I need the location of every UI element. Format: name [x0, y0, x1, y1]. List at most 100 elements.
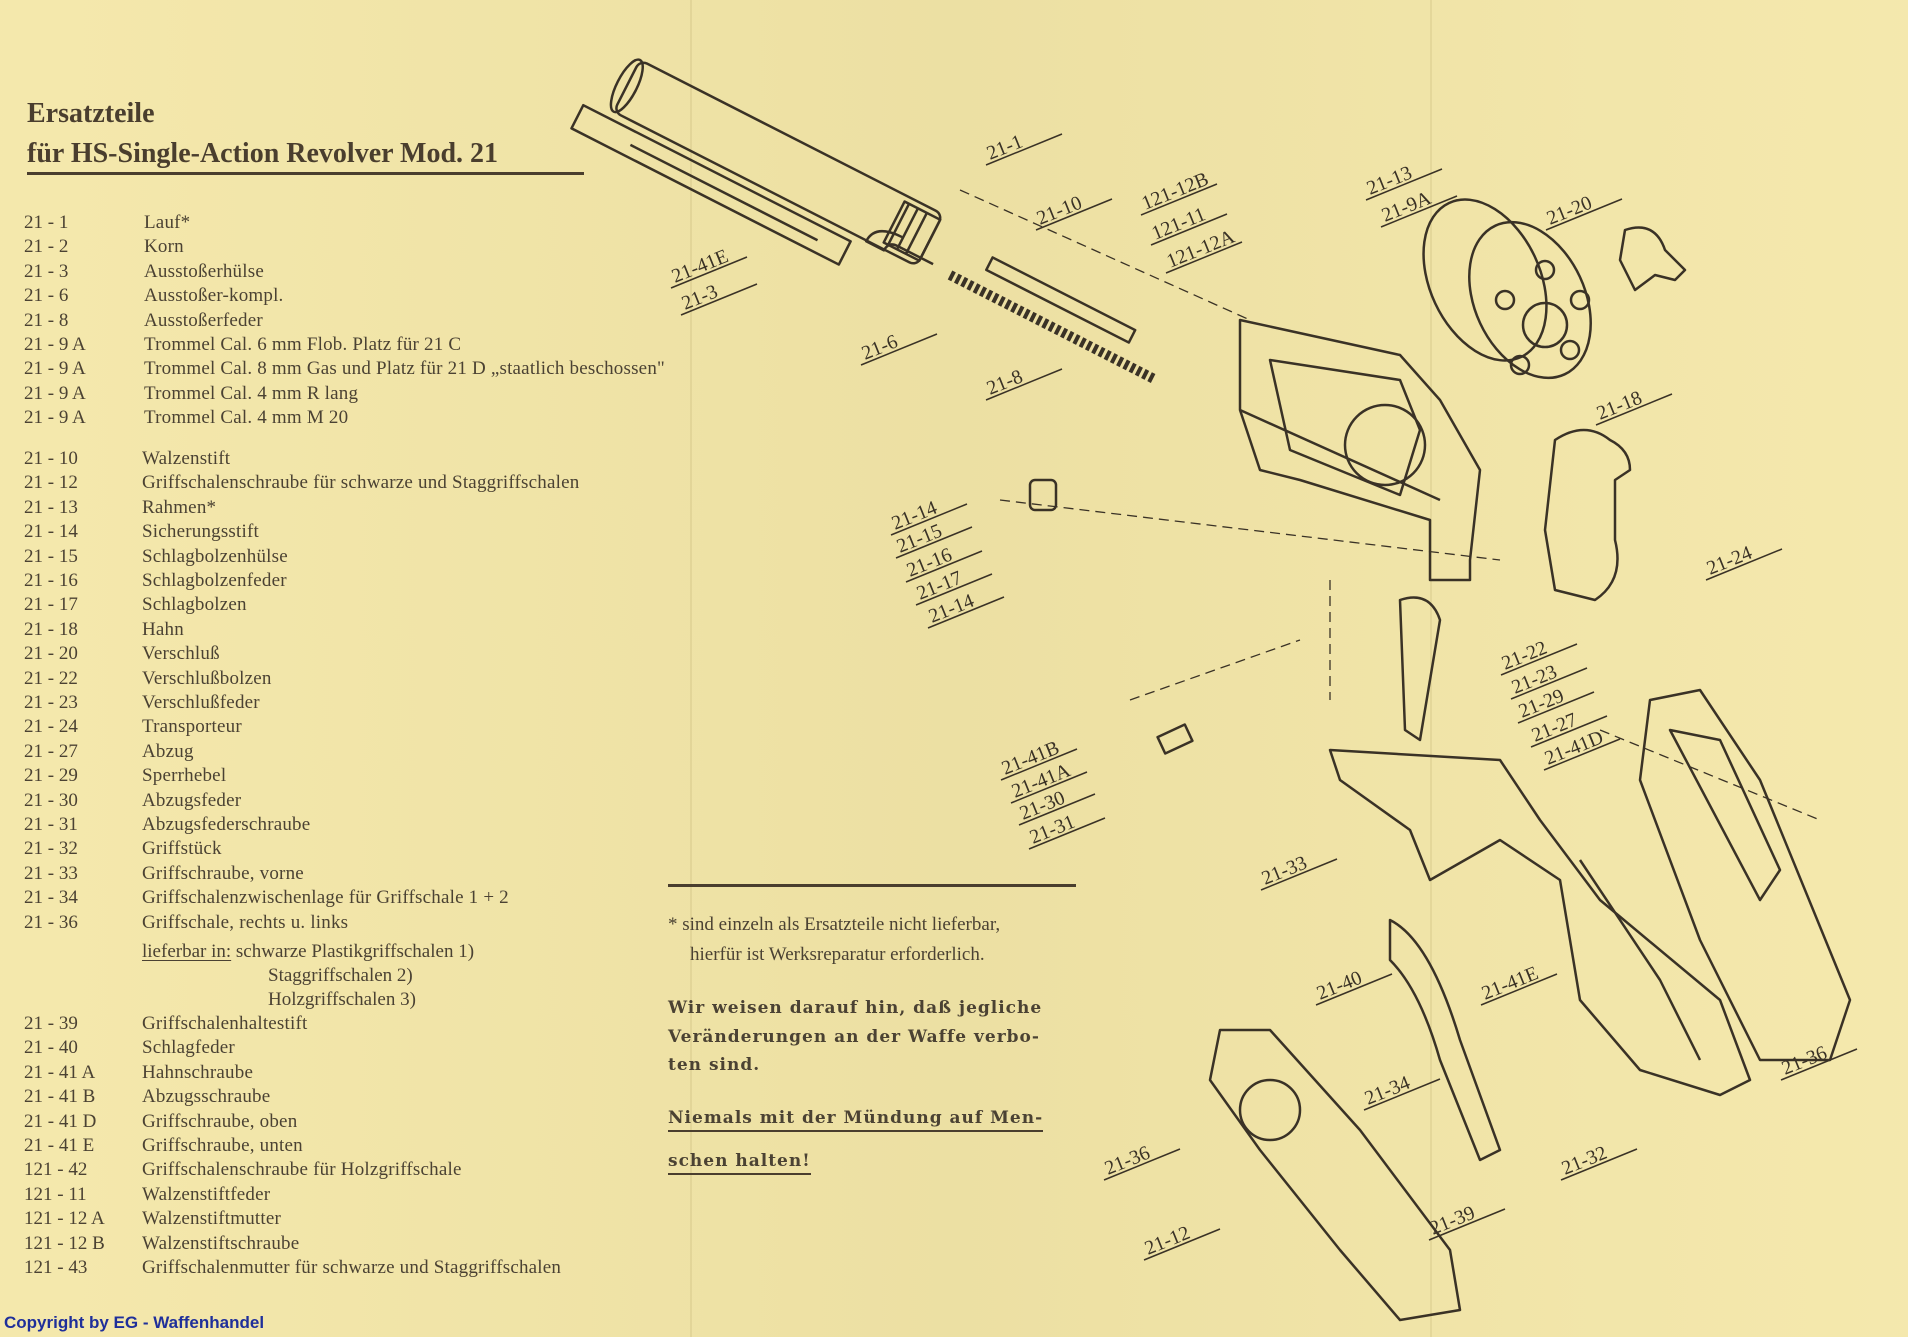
part-number: 21 - 3: [24, 260, 69, 282]
part-number: 21 - 10: [24, 448, 78, 469]
part-name: Trommel Cal. 4 mm M 20: [144, 407, 349, 429]
callout-underline: [1365, 168, 1443, 201]
part-name: Trommel Cal. 4 mm R lang: [144, 382, 359, 404]
callout-underline: [1543, 738, 1621, 771]
callout-underline: [1380, 195, 1458, 228]
part-name: Griffschalenmutter für schwarze und Stag…: [142, 1257, 562, 1278]
callout-underline: [905, 550, 983, 583]
grip-panel-left: [1208, 1028, 1462, 1322]
part-name: Verschlußbolzen: [142, 667, 272, 689]
part-name: Ausstoßerhülse: [144, 260, 264, 282]
part-number: 21 - 41 E: [24, 1135, 95, 1156]
part-name: Schlagbolzenfeder: [142, 570, 287, 591]
part-number: 21 - 41 A: [24, 1061, 96, 1083]
callout-underline: [985, 133, 1063, 166]
callout-underline: [1035, 198, 1113, 231]
part-number: 21 - 2: [24, 236, 69, 258]
callout-underline: [1010, 771, 1088, 804]
part-number: 21 - 33: [24, 862, 78, 884]
part-name: Abzugsfederschraube: [142, 814, 311, 835]
part-name: Ausstoßer-kompl.: [144, 285, 284, 307]
part-number: 21 - 34: [24, 887, 78, 909]
part-name: Transporteur: [142, 716, 242, 738]
frame-part: [1238, 318, 1482, 582]
callout-label: 21-3: [679, 281, 721, 315]
barrel-part: [570, 58, 942, 266]
callout-label: 21-40: [1314, 967, 1366, 1005]
callout-label: 21-12: [1142, 1222, 1194, 1260]
part-name: Schlagbolzen: [142, 594, 247, 616]
part-number: 121 - 43: [24, 1257, 88, 1278]
part-name: Rahmen*: [142, 496, 217, 518]
ejector-spring-part: [864, 230, 1158, 384]
part-number: 21 - 16: [24, 570, 78, 591]
callout-underline: [1530, 715, 1608, 748]
callout-underline: [915, 573, 993, 606]
part-name: Lauf*: [144, 212, 191, 233]
part-number: 121 - 12 B: [24, 1232, 105, 1254]
callout-underline: [1363, 1078, 1441, 1111]
callout-label: 21-1: [984, 131, 1026, 165]
safety-line: schen halten!: [668, 1151, 811, 1175]
copyright-text: Copyright by EG - Waffenhandel: [4, 1313, 265, 1332]
part-number: 121 - 42: [24, 1159, 88, 1181]
firing-pin-sleeve-part: [1028, 478, 1058, 512]
callout-underline: [1143, 1228, 1221, 1261]
part-number: 21 - 1: [24, 212, 69, 233]
warning-line: ten sind.: [668, 1055, 761, 1075]
part-number: 21 - 17: [24, 594, 78, 616]
part-number: 21 - 41 D: [24, 1110, 97, 1132]
divider: [668, 884, 1076, 887]
callout-underline: [680, 283, 758, 316]
part-number: 21 - 8: [24, 309, 69, 331]
callout-underline: [1510, 667, 1588, 700]
part-number: 121 - 12 A: [24, 1208, 105, 1230]
part-name: Griffschraube, unten: [142, 1135, 303, 1156]
part-name: Sicherungsstift: [142, 521, 259, 543]
part-number: 21 - 24: [24, 716, 78, 738]
part-number: 21 - 15: [24, 545, 78, 567]
availability-option: Holzgriffschalen 3): [268, 989, 416, 1010]
warning-line: Veränderungen an der Waffe verbo-: [668, 1027, 1040, 1047]
availability-label: lieferbar in:: [142, 941, 232, 962]
part-number: 21 - 6: [24, 285, 69, 307]
part-name: Griffschalenschraube für Holzgriffschale: [142, 1159, 462, 1181]
part-number: 21 - 31: [24, 814, 78, 835]
callout-label: 21-8: [984, 366, 1026, 400]
part-name: Griffschalenzwischenlage für Griffschale…: [142, 887, 509, 909]
callout-underline: [1260, 858, 1338, 891]
part-number: 21 - 12: [24, 472, 78, 494]
part-name: Ausstoßerfeder: [144, 309, 263, 331]
trigger-part: [1398, 596, 1442, 742]
part-number: 21 - 39: [24, 1013, 78, 1034]
part-name: Abzugsschraube: [142, 1086, 271, 1108]
callout-underline: [1517, 691, 1595, 724]
grip-panel-cutout: [1668, 728, 1782, 902]
callout-underline: [1560, 1148, 1638, 1181]
callout-underline: [895, 526, 973, 559]
part-number: 21 - 22: [24, 667, 78, 689]
part-name: Sperrhebel: [142, 765, 227, 787]
part-number: 21 - 9 A: [24, 407, 86, 429]
part-name: Verschluß: [142, 643, 220, 665]
callout-label: 21-18: [1594, 387, 1646, 425]
part-number: 21 - 29: [24, 765, 78, 787]
page-subtitle: für HS-Single-Action Revolver Mod. 21: [27, 138, 584, 175]
part-name: Griffschale, rechts u. links: [142, 911, 349, 933]
part-name: Walzenstift: [142, 448, 231, 469]
part-number: 21 - 41 B: [24, 1086, 96, 1108]
cylinder-part: [1422, 198, 1592, 380]
loading-gate-part: [1618, 226, 1687, 292]
callout-label: 21-10: [1034, 192, 1086, 230]
availability-line: lieferbar in: schwarze Plastikgriffschal…: [142, 941, 474, 963]
callout-label: 21-39: [1427, 1202, 1479, 1240]
part-number: 21 - 36: [24, 911, 78, 933]
part-name: Korn: [144, 236, 184, 258]
part-number: 21 - 23: [24, 692, 78, 713]
part-number: 21 - 9 A: [24, 382, 86, 404]
callout-underline: [1150, 213, 1228, 246]
callout-label: 21-32: [1559, 1142, 1611, 1180]
part-name: Abzugsfeder: [142, 789, 242, 811]
callout-underline: [927, 596, 1005, 629]
part-name: Walzenstiftschraube: [142, 1232, 300, 1254]
